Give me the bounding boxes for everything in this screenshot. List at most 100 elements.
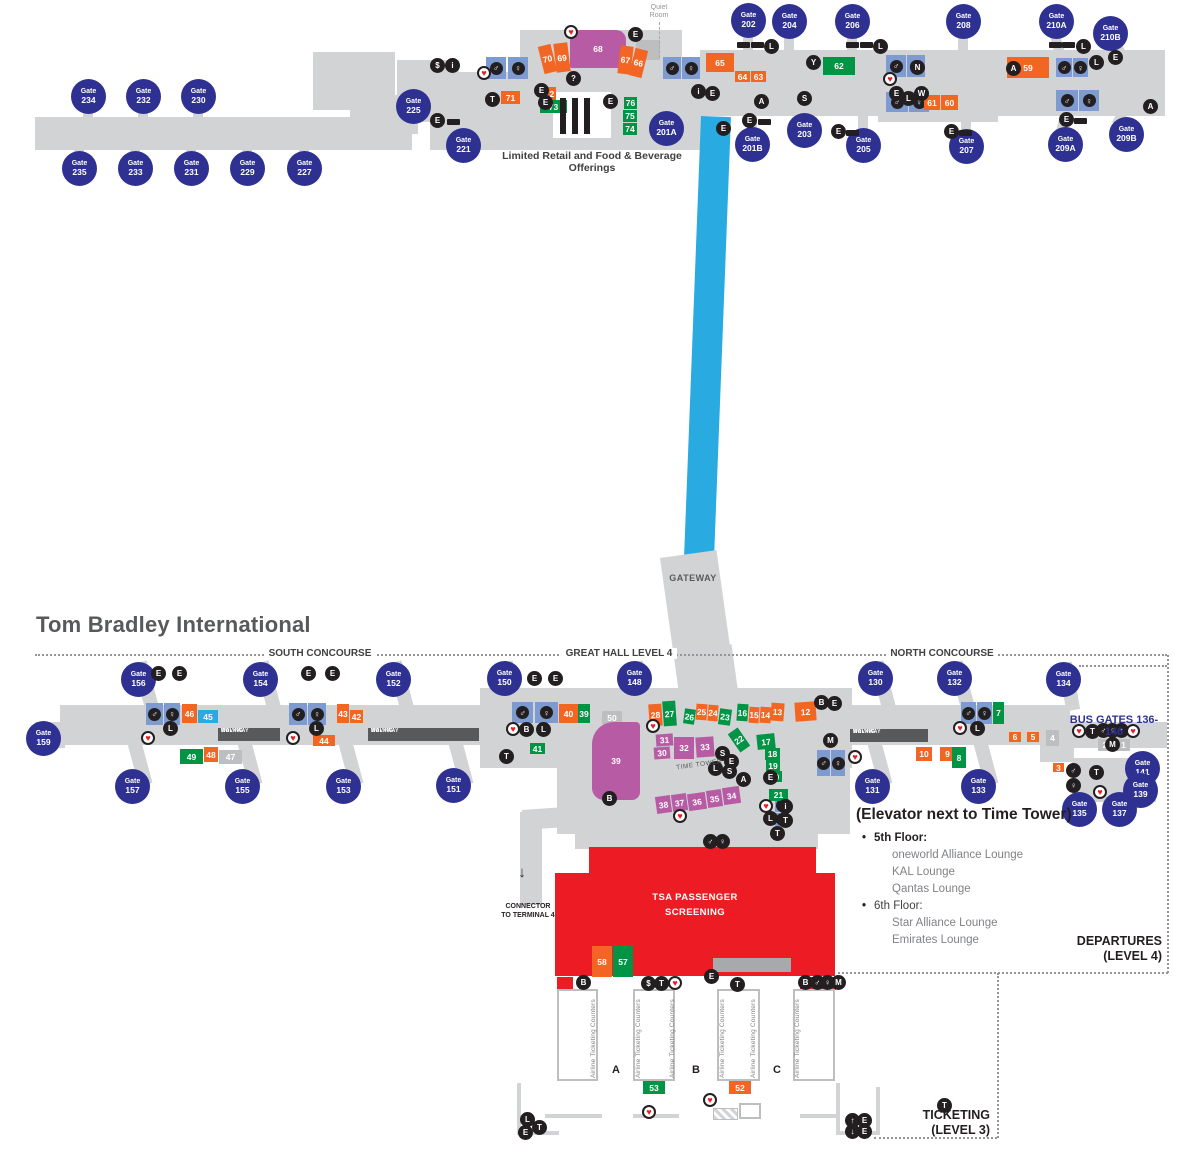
restroom: ♂	[146, 703, 163, 725]
restroom: ♂	[961, 702, 976, 724]
terminal-structure	[589, 847, 816, 874]
boundary-dotted-line	[368, 654, 567, 656]
restroom: ♀	[535, 702, 558, 723]
shop-10: 10	[916, 747, 932, 761]
lounge-note-heading: (Elevator next to Time Tower)	[856, 806, 1072, 823]
restroom-men-icon: ♂	[703, 834, 718, 849]
shop-9: 9	[940, 747, 955, 761]
restroom-women-icon: ♀	[715, 834, 730, 849]
info-icon: i	[778, 799, 793, 814]
terminal-structure	[35, 117, 350, 150]
phone-icon: T	[532, 1120, 547, 1135]
restroom: ♀	[682, 57, 700, 79]
restroom: ♀	[1073, 58, 1088, 77]
escalator-icon: E	[705, 86, 720, 101]
restroom-women-icon: ♀	[1074, 61, 1087, 74]
lounge-note: (Elevator next to Time Tower) •5th Floor…	[856, 806, 1106, 949]
boundary-dotted-line	[991, 654, 1167, 656]
escalator-icon: E	[704, 969, 719, 984]
shop-39: 39	[578, 704, 590, 723]
shop-60: 60	[941, 95, 958, 110]
restroom: ♂	[512, 702, 533, 723]
restroom-women-icon: ♀	[684, 61, 698, 75]
shop-5: 5	[1027, 732, 1039, 742]
quiet-room-label: Quiet Room	[642, 4, 676, 21]
ticketing-island	[557, 989, 598, 1081]
departures-line1: DEPARTURES	[1076, 934, 1162, 948]
escalator-icon: E	[430, 113, 445, 128]
airline-ticketing-counters-label: Airline Ticketing Counters	[719, 999, 726, 1078]
food-icon: Y	[806, 55, 821, 70]
terminal-structure	[633, 1114, 679, 1118]
shop-75: 75	[623, 110, 637, 122]
shop-34: 34	[721, 785, 742, 806]
terminal-structure	[713, 958, 791, 972]
shop-42: 42	[350, 710, 363, 723]
wheelchair-icon: A	[1143, 99, 1158, 114]
south-concourse-label: SOUTH CONCOURSE	[265, 648, 375, 659]
boundary-dotted-line	[672, 654, 890, 656]
escalator-icon: E	[944, 124, 959, 139]
shop-45: 45	[198, 710, 218, 723]
information-icon: ?	[566, 71, 581, 86]
boundary-dotted-line	[1079, 665, 1167, 667]
quiet-room-line1: Quiet	[650, 4, 668, 11]
shop-23: 23	[717, 708, 733, 726]
airline-ticketing-counters-label: Airline Ticketing Counters	[590, 999, 597, 1078]
restroom: ♀	[1079, 90, 1099, 111]
wheelchair-icon: A	[1006, 61, 1021, 76]
airline-ticketing-counters-label: Airline Ticketing Counters	[794, 999, 801, 1078]
baggage-icon: B	[602, 791, 617, 806]
shop-68: 68	[570, 30, 626, 68]
shop-74: 74	[623, 123, 637, 135]
lounge-note-item: Qantas Lounge	[892, 883, 971, 895]
restroom: ♀	[164, 703, 180, 725]
boundary-dotted-line	[1167, 655, 1169, 973]
restroom-men-icon: ♂	[665, 61, 679, 75]
shop-76: 76	[624, 97, 637, 109]
aed-icon: ♥	[506, 722, 520, 736]
elevator-icon: L	[163, 721, 178, 736]
escalator-icon: E	[831, 124, 846, 139]
elevator-icon: L	[1076, 39, 1091, 54]
currency-exchange-icon: $	[641, 976, 656, 991]
airline-ticketing-counters-label: Airline Ticketing Counters	[669, 999, 676, 1078]
escalator-icon: E	[1108, 50, 1123, 65]
hatched-area	[713, 1108, 738, 1120]
boundary-dotted-line	[838, 972, 1168, 974]
shop-4: 4	[1046, 730, 1059, 746]
shop-64: 64	[735, 71, 750, 82]
lounge-note-item: oneworld Alliance Lounge	[892, 849, 1024, 861]
lounge-note-item: •6th Floor:	[862, 900, 923, 912]
currency-exchange-icon: $	[430, 58, 445, 73]
baggage-icon: B	[814, 695, 829, 710]
shop-58: 58	[592, 946, 612, 977]
restroom-men-icon: ♂	[516, 706, 529, 719]
escalator-bars-icon	[737, 42, 750, 48]
assistance-icon: M	[823, 733, 838, 748]
lounge-note-item: Star Alliance Lounge	[892, 917, 998, 929]
escalator-icon: E	[628, 27, 643, 42]
phone-icon: T	[937, 1098, 952, 1113]
airline-ticketing-counters-label: Airline Ticketing Counters	[750, 999, 757, 1078]
section-a-label: A	[612, 1064, 620, 1076]
restroom-women-icon: ♀	[540, 706, 553, 719]
terminal-structure	[520, 812, 542, 905]
restroom-men-icon: ♂	[962, 706, 975, 720]
terminal-structure	[575, 833, 818, 849]
elevator-icon: L	[764, 39, 779, 54]
